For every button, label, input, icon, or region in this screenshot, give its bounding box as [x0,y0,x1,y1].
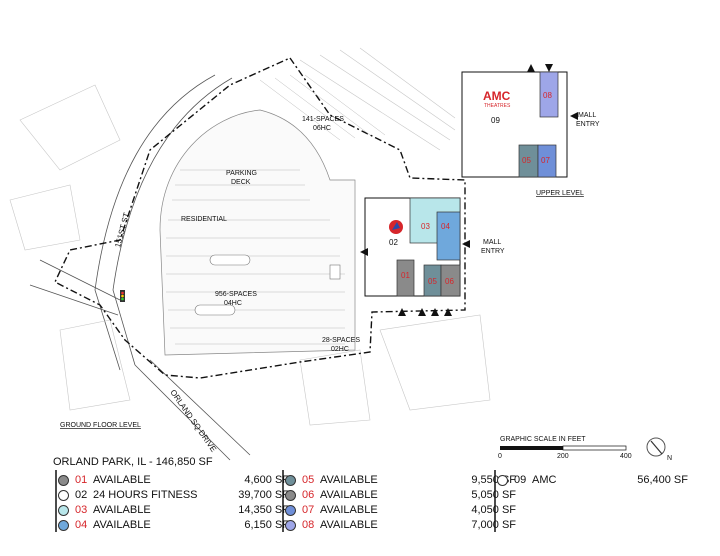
legend-item-08: 08 AVAILABLE 7,000 SF [285,518,516,532]
legend-sf: 7,000 SF [471,519,516,531]
scale-400: 400 [620,453,632,460]
legend-num: 09 [514,474,527,486]
unit-label-03: 03 [421,222,430,231]
label-upper-level: UPPER LEVEL [536,190,584,197]
legend-sf: 56,400 SF [637,474,688,486]
unit-label-09: 09 [491,116,500,125]
label-956-spaces: 956-SPACES [215,291,257,298]
legend-num: 06 [302,489,315,501]
legend-item-06: 06 AVAILABLE 5,050 SF [285,488,516,502]
label-06hc: 06HC [313,125,331,132]
label-entry-1: ENTRY [481,248,505,255]
surrounding-context [9,47,491,426]
label-deck: DECK [231,179,251,186]
legend-sf: 4,600 SF [244,474,289,486]
scale-200: 200 [557,453,569,460]
label-parking: PARKING [226,170,257,177]
label-151st-st: 151ST ST [113,211,131,248]
amc-logo: AMC [483,89,511,103]
legend-name: AVAILABLE [320,489,378,501]
label-residential: RESIDENTIAL [181,216,227,223]
ground-floor-building [360,197,470,316]
unit-label-04: 04 [441,222,450,231]
legend-num: 04 [75,519,88,531]
legend-item-07: 07 AVAILABLE 4,050 SF [285,503,516,517]
legend-name: AMC [532,474,557,486]
legend-swatch [58,489,69,501]
label-28-spaces: 28-SPACES [322,337,360,344]
legend-item-02: 02 24 HOURS FITNESS 39,700 SF [58,488,289,502]
label-orland-sq-drive: ORLAND SQ DRIVE [168,388,218,454]
legend-name: AVAILABLE [320,504,378,516]
legend-item-05: 05 AVAILABLE 9,550 SF [285,473,516,487]
legend-swatch [285,489,296,501]
legend-swatch [58,519,69,531]
legend-name: 24 HOURS FITNESS [93,489,198,501]
parking-lot [159,109,356,356]
amc-logo-sub: THEATRES [484,103,511,109]
legend-swatch [58,474,69,486]
legend-swatch [285,519,296,531]
unit-label-05: 05 [428,277,437,286]
scale-title: GRAPHIC SCALE IN FEET [500,436,586,443]
legend-num: 05 [302,474,315,486]
unit-label-02: 02 [389,238,398,247]
legend-sf: 5,050 SF [471,489,516,501]
legend-swatch [497,474,508,486]
label-ground-floor: GROUND FLOOR LEVEL [60,422,141,429]
legend-sf: 14,350 SF [238,504,289,516]
label-mall-entry-1: MALL [483,239,501,246]
legend-num: 07 [302,504,315,516]
legend-item-09: 09 AMC 56,400 SF [497,473,688,487]
legend-name: AVAILABLE [320,474,378,486]
legend-num: 02 [75,489,88,501]
unit-label-05-upper: 05 [522,156,531,165]
legend-sf: 39,700 SF [238,489,289,501]
unit-label-01: 01 [401,271,410,280]
legend-swatch [285,504,296,516]
legend-name: AVAILABLE [93,504,151,516]
legend-num: 01 [75,474,88,486]
legend-name: AVAILABLE [320,519,378,531]
legend-item-03: 03 AVAILABLE 14,350 SF [58,503,289,517]
unit-07[interactable] [537,144,557,178]
legend-item-01: 01 AVAILABLE 4,600 SF [58,473,289,487]
label-entry-2: ENTRY [576,121,600,128]
legend-name: AVAILABLE [93,474,151,486]
label-mall-entry-2: MALL [578,112,596,119]
upper-level-inset [461,64,578,178]
traffic-signal-icon [120,290,125,302]
north-label: N [667,455,672,462]
legend-title: ORLAND PARK, IL - 146,850 SF [53,456,213,468]
legend-num: 03 [75,504,88,516]
property-boundary [54,57,466,379]
legend-item-04: 04 AVAILABLE 6,150 SF [58,518,289,532]
graphic-scale: GRAPHIC SCALE IN FEET 0 200 400 [498,436,632,460]
unit-04[interactable] [436,211,461,261]
unit-06[interactable] [440,264,461,297]
unit-01[interactable] [396,259,415,297]
label-04hc: 04HC [224,300,242,307]
unit-label-07: 07 [541,156,550,165]
label-141-spaces: 141-SPACES [302,116,344,123]
legend-swatch [285,474,296,486]
legend-num: 08 [302,519,315,531]
unit-label-08: 08 [543,91,552,100]
legend-sf: 4,050 SF [471,504,516,516]
legend-name: AVAILABLE [93,519,151,531]
unit-label-06: 06 [445,277,454,286]
upper-parking-141 [259,74,386,141]
label-02hc: 02HC [331,346,349,353]
north-arrow-icon: N [646,437,672,462]
legend-sf: 6,150 SF [244,519,289,531]
scale-0: 0 [498,453,502,460]
legend-swatch [58,504,69,516]
